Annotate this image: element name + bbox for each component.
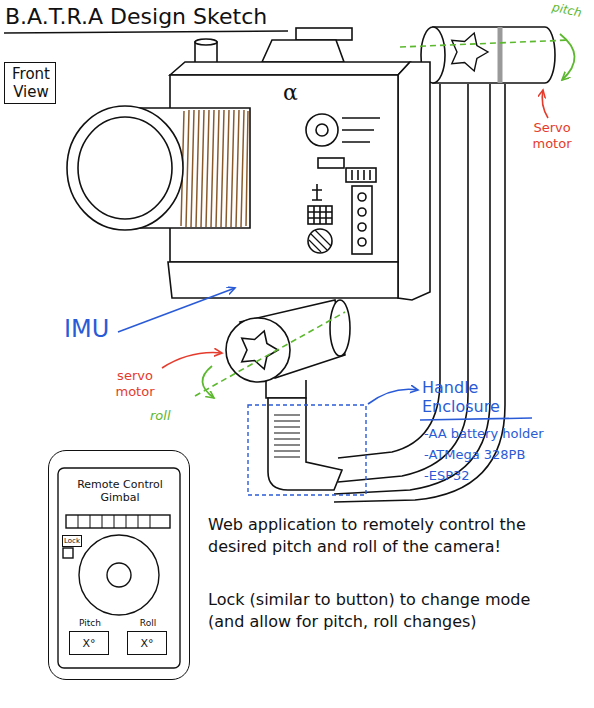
field-heading: Roll [128, 618, 168, 629]
roll-assembly [226, 300, 350, 490]
lens-front [67, 106, 183, 230]
camera [67, 28, 430, 300]
roll-servo [226, 318, 290, 382]
field-value: X° [70, 637, 108, 650]
lens-glass [78, 117, 172, 219]
screen-outline [58, 468, 180, 668]
value-box: RollX° [127, 631, 167, 655]
field-heading: Pitch [70, 618, 110, 629]
mode-dial [306, 114, 338, 146]
joystick-knob [107, 563, 131, 587]
camera-knob-top [195, 39, 217, 45]
enclosure-underline [420, 418, 532, 420]
lock-button: Lock [62, 535, 82, 547]
axis-label: pitch [551, 0, 583, 20]
app-title: Remote Control Gimbal [59, 478, 181, 504]
value-box: PitchX° [69, 631, 109, 655]
enclosure-outline [248, 405, 366, 495]
camera-side [398, 62, 430, 300]
slider [66, 515, 170, 528]
roll-axis [195, 312, 345, 396]
control-display [346, 168, 376, 182]
handle-neck [266, 380, 306, 398]
camera-logo: α [283, 80, 298, 106]
imu-leader [118, 288, 235, 332]
joystick-ring [79, 535, 159, 615]
view-label-box: Front View [4, 62, 56, 104]
button-label: Lock [63, 537, 81, 545]
display-bars [352, 170, 370, 180]
mode-dial-center [316, 124, 328, 136]
button [358, 223, 366, 231]
button [358, 238, 366, 246]
servo-leader [542, 90, 548, 118]
pitch-servo [421, 27, 555, 83]
axis-label: roll [150, 408, 171, 424]
grid-lines [308, 206, 332, 224]
control-toggle [312, 184, 322, 200]
component-item: -AA battery holder [424, 426, 544, 442]
field-value: X° [128, 637, 166, 650]
tube-end [330, 300, 350, 356]
design-note: Lock (similar to button) to change mode … [208, 589, 558, 632]
enclosure-leader [368, 389, 418, 404]
phone-screen [58, 468, 180, 668]
control-button [318, 158, 344, 168]
title-underline [4, 31, 288, 33]
roller-body [433, 27, 555, 83]
design-note: Web application to remotely control the … [208, 514, 558, 557]
phone-outline: Remote Control GimbalLockPitchX°RollX° [48, 450, 190, 680]
servo-star [242, 331, 278, 369]
part-label: servo motor [108, 368, 162, 399]
speaker [308, 229, 332, 253]
lens-grip [181, 110, 248, 227]
button-column [352, 186, 372, 254]
sketch-title: B.A.T.R.A Design Sketch [5, 4, 267, 30]
servo-leader [162, 353, 222, 368]
pitch-arc [560, 34, 575, 80]
servo-star [452, 33, 488, 71]
camera-base [168, 262, 398, 298]
lock-toggle [63, 548, 73, 558]
pitch-axis [400, 40, 570, 47]
control-grid [308, 206, 332, 224]
view-label: Front View [5, 65, 57, 101]
slider-ticks [78, 515, 150, 528]
camera-top [170, 62, 410, 75]
speaker-hatch [309, 230, 331, 252]
component-item: -ESP32 [424, 468, 470, 484]
camera-shoe [296, 28, 352, 40]
control-lines [342, 118, 380, 142]
handle-grip [268, 398, 342, 490]
grip-ridges [274, 415, 300, 457]
component-item: -ATMega 328PB [424, 447, 525, 463]
button [358, 193, 366, 201]
part-label: Handle Enclosure [422, 378, 522, 416]
viewfinder [262, 40, 344, 62]
roll-arc [202, 366, 214, 398]
button [358, 208, 366, 216]
part-label: Servo motor [526, 120, 578, 151]
roller-band [498, 27, 503, 83]
part-label: IMU [64, 315, 109, 344]
